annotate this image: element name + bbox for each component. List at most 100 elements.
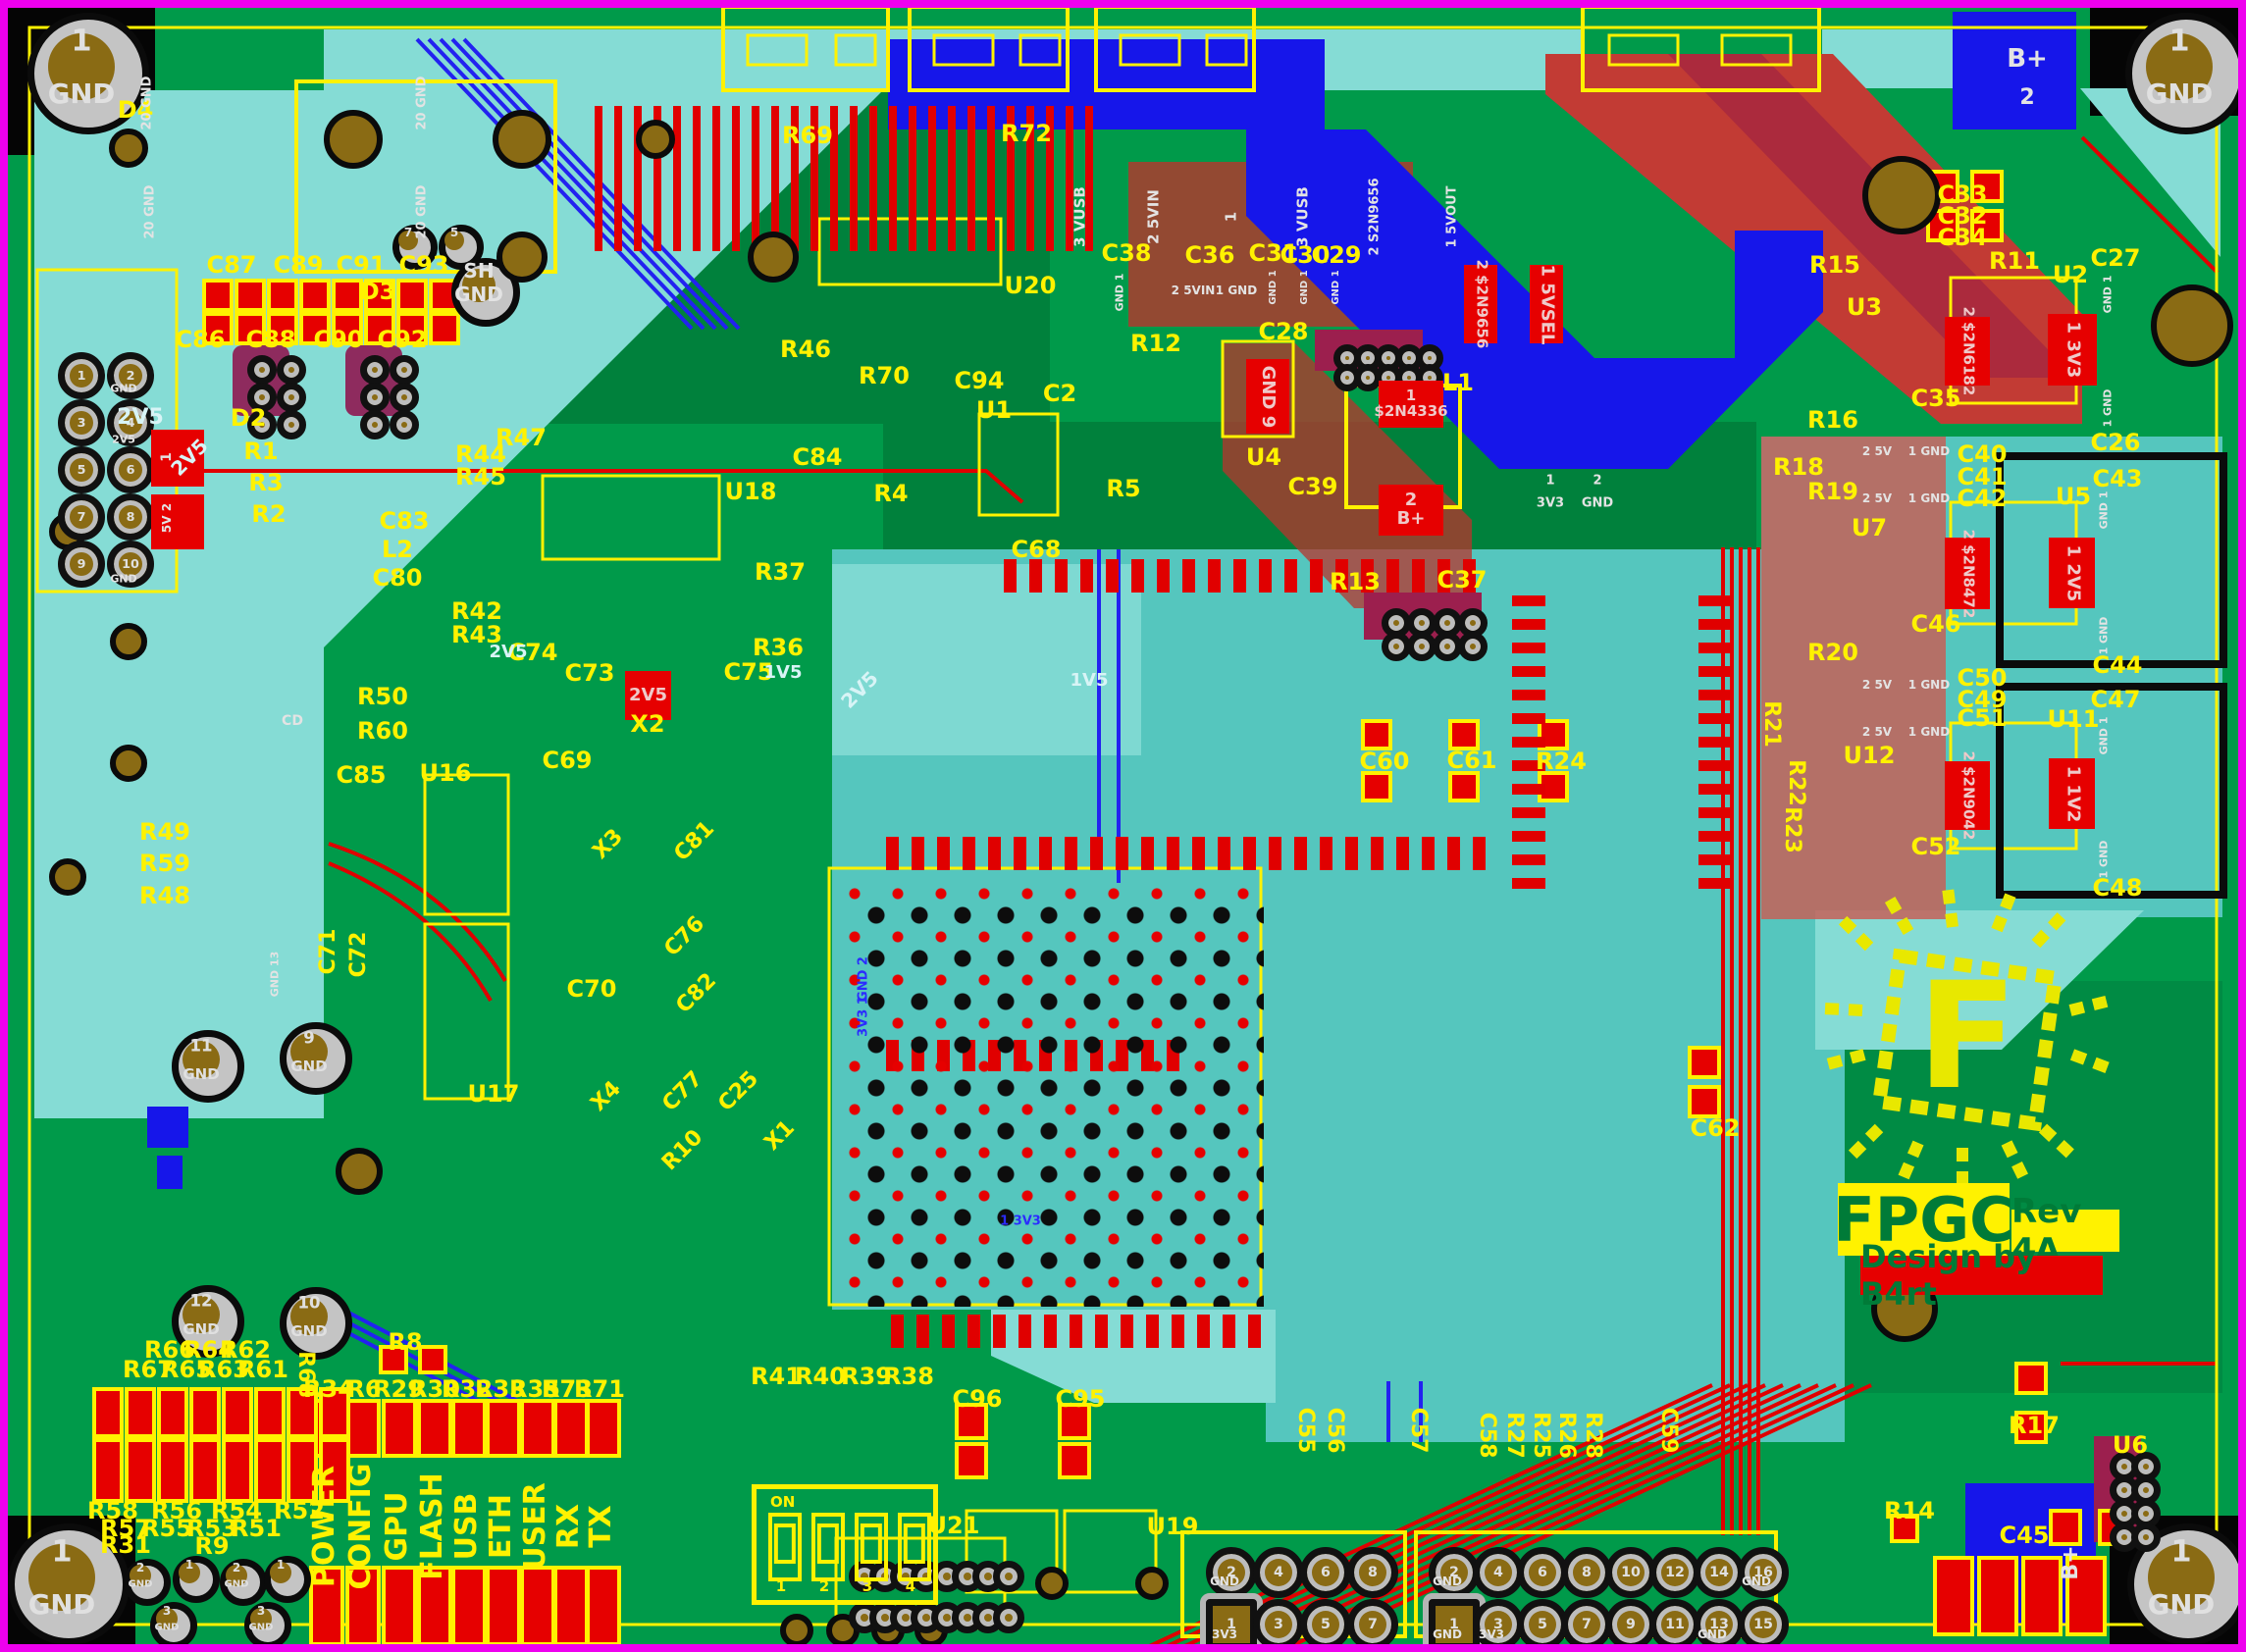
ic-body: 1 $2N4336 xyxy=(1374,381,1448,428)
component-label: C95 xyxy=(1055,1385,1106,1413)
component-label: 1 GND xyxy=(1907,725,1951,739)
header-pin: 8 xyxy=(1347,1547,1398,1598)
component-label: C85 xyxy=(336,761,387,789)
pad-col-2 xyxy=(1698,594,1732,889)
component-label: C45 xyxy=(1999,1522,2050,1549)
resistor-array-pad xyxy=(287,1438,318,1503)
via xyxy=(780,1614,813,1644)
component-label: GND xyxy=(110,382,137,395)
header-pin: 7 xyxy=(58,493,105,541)
component-label: C27 xyxy=(2090,244,2141,272)
component-label: D3 xyxy=(359,278,396,305)
component-label: R56 xyxy=(151,1497,202,1524)
header-pin xyxy=(390,383,419,412)
component-label: L2 xyxy=(382,536,413,563)
component-label: R35 xyxy=(509,1375,560,1403)
component-label: 2 5V xyxy=(1861,678,1893,692)
ic-body: 1 3V3 xyxy=(2048,314,2097,386)
component-label: 20 GND xyxy=(142,184,158,239)
via xyxy=(1862,156,1941,234)
capacitor-pad xyxy=(202,279,234,312)
resistor-array-pad xyxy=(92,1438,124,1503)
component-label: R36 xyxy=(753,634,804,661)
component-label: 3V3 xyxy=(1212,1627,1237,1641)
component-label: C80 xyxy=(372,564,423,592)
via xyxy=(110,745,147,782)
header-pin xyxy=(993,1561,1024,1592)
fpgc-chip-letter: F xyxy=(1917,952,2017,1122)
component-label: R61 xyxy=(237,1356,288,1383)
component-label: R58 xyxy=(87,1497,138,1524)
ic-body-text: 1 1V2 xyxy=(2062,765,2083,822)
component-label: R73 xyxy=(542,1375,593,1403)
led-pad-bottom xyxy=(451,1566,487,1644)
header-pin xyxy=(277,410,306,439)
component-label: GND 1 xyxy=(1268,270,1279,305)
component-label: C61 xyxy=(1446,747,1497,774)
component-label: R43 xyxy=(451,621,502,648)
header-pin xyxy=(390,410,419,439)
component-label: GND 1 xyxy=(1299,270,1310,305)
resistor-array-pad xyxy=(319,1438,350,1503)
header-pin xyxy=(247,383,277,412)
dip-switch-4 xyxy=(898,1513,931,1581)
component-label: C58 xyxy=(1475,1412,1499,1459)
component-label: CD xyxy=(282,713,303,729)
component-label: R37 xyxy=(755,558,806,586)
component-label: 2V5 xyxy=(489,642,528,662)
header-pin: 4 xyxy=(1253,1547,1304,1598)
component-label: 1 GND xyxy=(1907,491,1951,505)
ic-body: 2V5 xyxy=(625,671,671,720)
led-pad-bottom xyxy=(486,1566,521,1644)
component-label: 3V3 xyxy=(1479,1627,1504,1641)
component-label: C44 xyxy=(2092,651,2143,679)
component-label: C87 xyxy=(206,251,257,279)
component-label: C96 xyxy=(952,1385,1003,1413)
component-label: R6 xyxy=(346,1375,382,1403)
component-label: C38 xyxy=(1101,239,1152,267)
dip-position-number: 3 xyxy=(862,1577,873,1595)
component-label: U6 xyxy=(2112,1431,2149,1459)
component-label: R32 xyxy=(442,1375,493,1403)
component-label: D2 xyxy=(230,404,267,432)
component-label: R40 xyxy=(795,1363,846,1390)
led-pad-bottom xyxy=(553,1566,589,1644)
component-label: C31 xyxy=(1248,239,1299,267)
led-pad-top xyxy=(345,1399,381,1458)
ic-body-text: 2 B+ xyxy=(1396,490,1426,529)
component-label: C51 xyxy=(1957,704,2008,732)
header-pin: 3 xyxy=(1253,1599,1304,1644)
ic-body xyxy=(151,494,204,549)
component-label: R19 xyxy=(1807,478,1858,505)
component-label: 1 3V3 xyxy=(1000,1213,1041,1229)
header-pin: 3 xyxy=(58,399,105,446)
capacitor-pad xyxy=(364,279,395,312)
component-label: R1 xyxy=(243,438,279,465)
ic-body-text: GND 9 xyxy=(1258,365,1280,428)
component-label: R33 xyxy=(475,1375,526,1403)
component-label: 20 GND xyxy=(139,76,155,130)
component-label: R25 xyxy=(1529,1412,1553,1459)
component-label: R26 xyxy=(1554,1412,1579,1459)
component-label: C75 xyxy=(723,658,774,686)
component-label: C46 xyxy=(1910,610,1961,638)
ic-body-text: 1 $2N4336 xyxy=(1374,387,1448,420)
port-label: RX xyxy=(551,1503,586,1550)
component-label: U19 xyxy=(1146,1513,1199,1540)
component-label: R49 xyxy=(139,818,190,846)
header-pin: 7 xyxy=(1347,1599,1398,1644)
component-label: C93 xyxy=(398,251,449,279)
component-label: 2 xyxy=(1593,473,1602,489)
component-label: R47 xyxy=(496,424,547,451)
port-label: POWER xyxy=(307,1465,341,1588)
component-label: U20 xyxy=(1004,272,1057,299)
component-label: GND 1 xyxy=(1113,273,1126,312)
component-label: GND 13 xyxy=(268,951,282,998)
header-pin: 15 xyxy=(1738,1599,1789,1644)
